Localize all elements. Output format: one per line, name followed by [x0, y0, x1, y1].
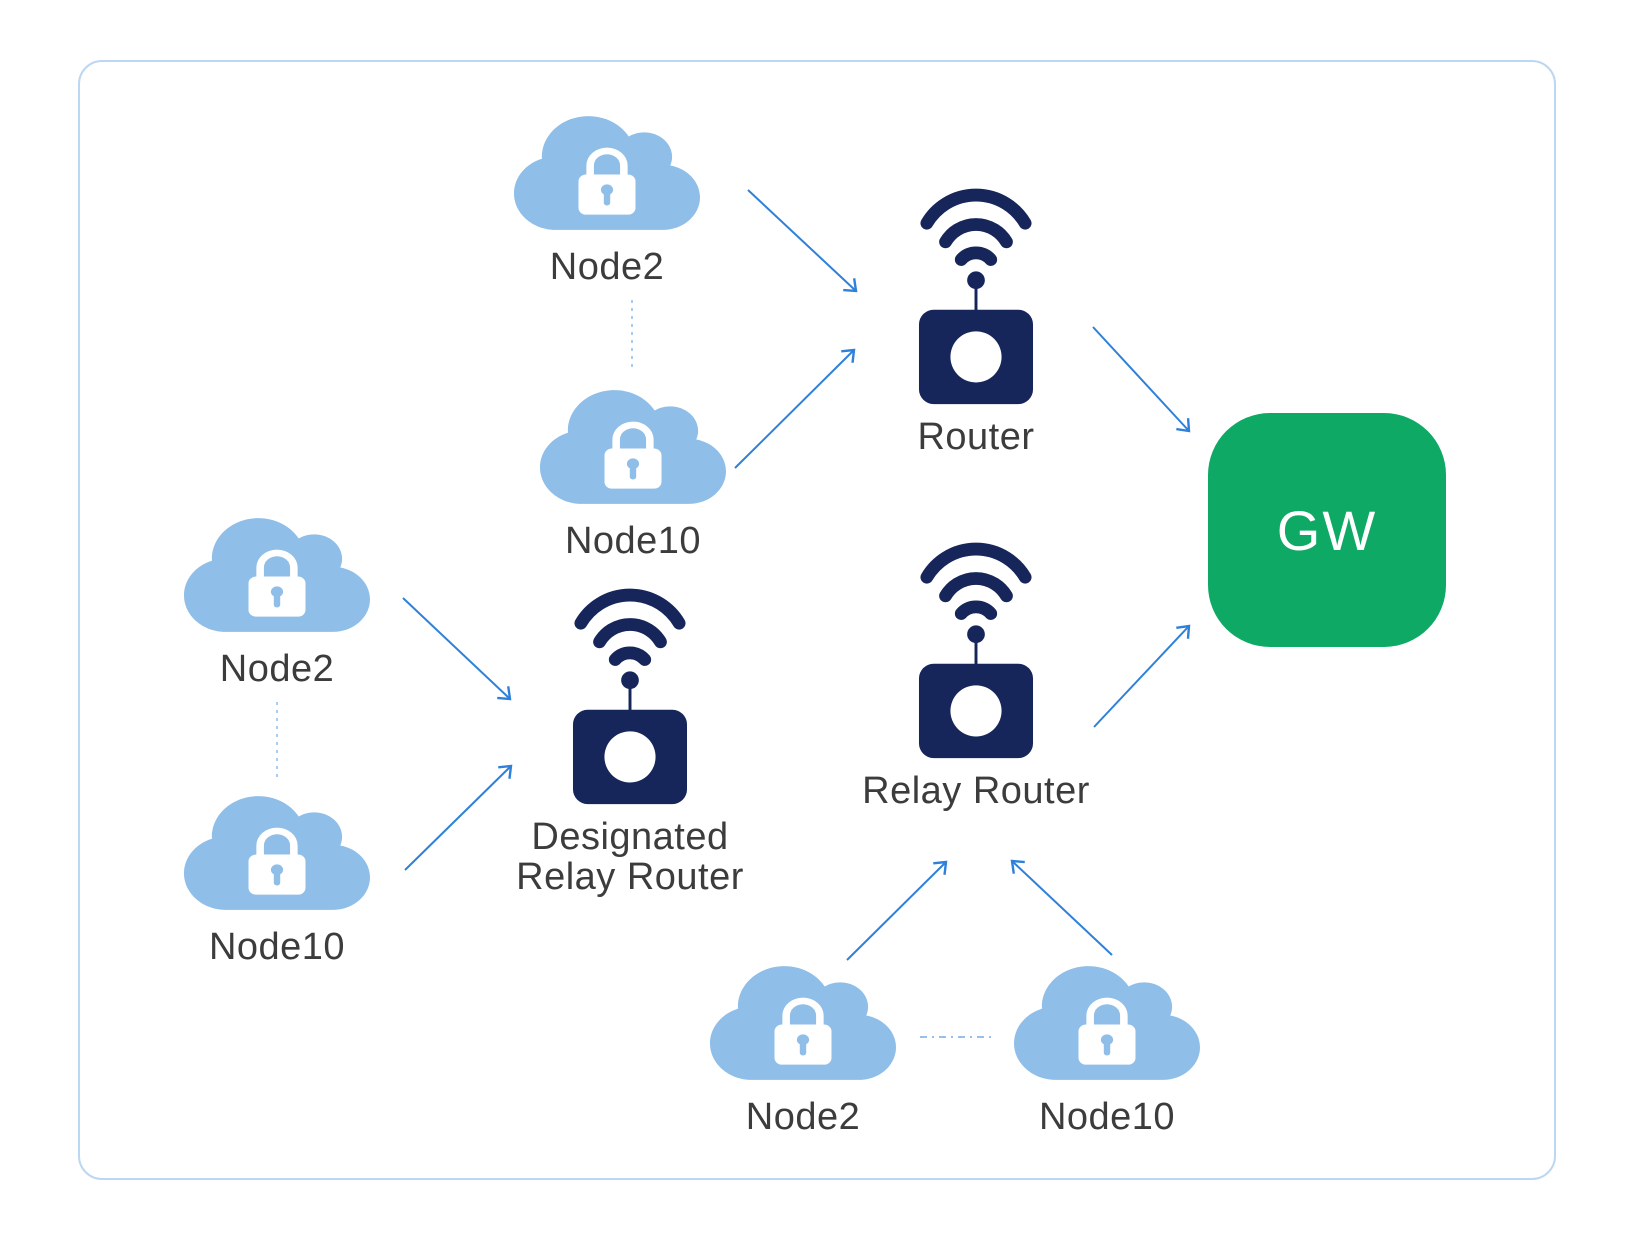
- lock-icon: [248, 827, 306, 895]
- router-label-line2: Relay Router: [516, 855, 744, 898]
- node-label: Node10: [208, 926, 346, 968]
- lock-icon: [774, 997, 832, 1065]
- wifi-arc-middle: [939, 218, 1013, 249]
- wifi-arc-middle: [939, 572, 1013, 603]
- cloud-node-icon: [710, 966, 896, 1080]
- node-bottom-node2: Node2: [710, 958, 896, 1139]
- cloud-node-icon: [514, 116, 700, 230]
- node-label: Node10: [564, 520, 702, 562]
- lock-icon: [248, 549, 306, 617]
- router-label: Relay Router: [862, 770, 1090, 812]
- router-label: Router: [917, 416, 1035, 458]
- wifi-arc-inner: [954, 246, 998, 266]
- node-left-node10: Node10: [184, 788, 370, 969]
- node-label: Node2: [745, 1096, 861, 1138]
- lock-icon: [578, 147, 636, 215]
- node-top-node2: Node2: [514, 108, 700, 289]
- gateway-box: GW: [1208, 413, 1446, 647]
- cloud-node-icon: [184, 518, 370, 632]
- wireless-router-icon: [572, 588, 688, 805]
- cloud-node-icon: [540, 390, 726, 504]
- designated-relay-router-device: Designated Relay Router: [516, 576, 743, 898]
- lock-icon: [604, 421, 662, 489]
- wireless-router-icon: [918, 542, 1034, 759]
- router-label-line1: Designated: [531, 816, 729, 858]
- lock-icon: [1078, 997, 1136, 1065]
- cloud-node-icon: [184, 796, 370, 910]
- node-left-node2: Node2: [184, 510, 370, 691]
- router-label: Designated Relay Router: [516, 816, 744, 898]
- wifi-arc-inner: [608, 646, 652, 666]
- node-label: Node10: [1038, 1096, 1176, 1138]
- wireless-router-icon: [918, 188, 1034, 405]
- relay-router-device: Relay Router: [862, 530, 1089, 812]
- gateway-label: GW: [1276, 498, 1378, 562]
- node-label: Node2: [549, 246, 665, 288]
- wifi-arc-outer: [920, 542, 1032, 584]
- wifi-arc-outer: [574, 588, 686, 630]
- cloud-node-icon: [1014, 966, 1200, 1080]
- wifi-arc-outer: [920, 188, 1032, 230]
- wifi-arc-inner: [954, 600, 998, 620]
- node-bottom-node10: Node10: [1014, 958, 1200, 1139]
- node-label: Node2: [219, 648, 335, 690]
- router-device: Router: [917, 176, 1035, 458]
- wifi-arc-middle: [593, 618, 667, 649]
- node-top-node10: Node10: [540, 382, 726, 563]
